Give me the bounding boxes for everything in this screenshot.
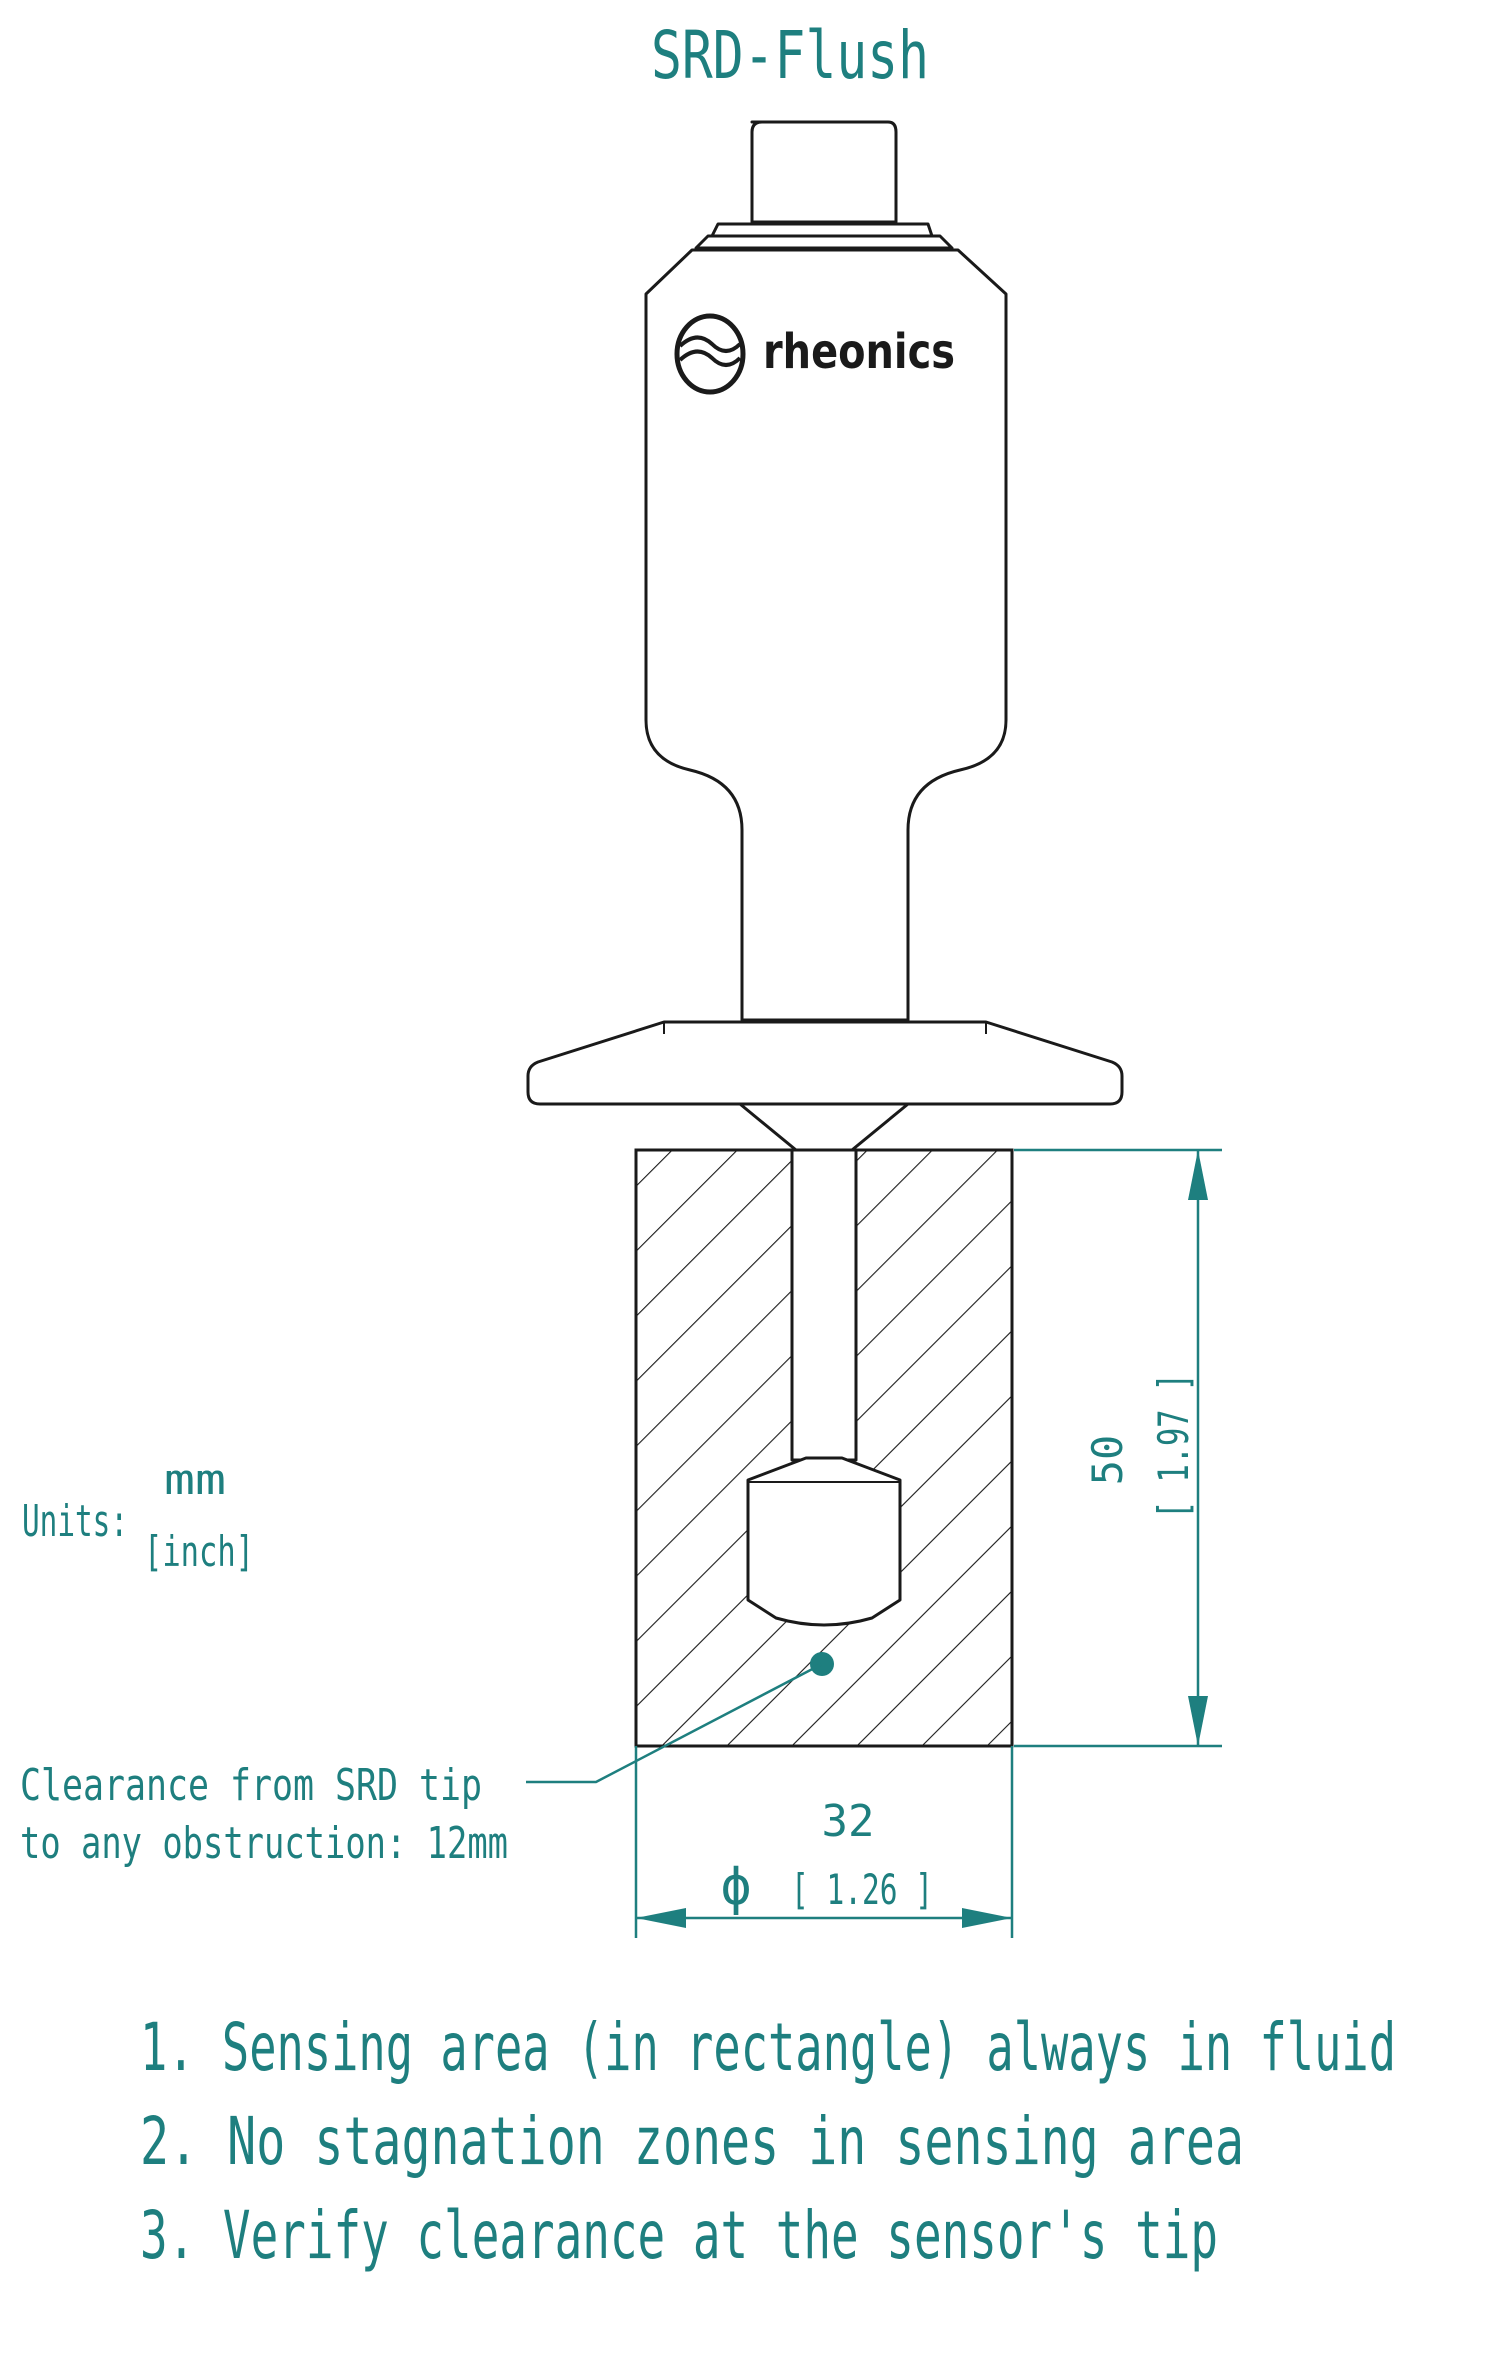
callout-line-2: to any obstruction: 12mm xyxy=(20,1818,508,1869)
diameter-value-inch: [ 1.26 ] xyxy=(791,1865,933,1914)
probe-tip xyxy=(746,1456,902,1627)
collar-ring-lower xyxy=(694,234,954,250)
callout-line-1: Clearance from SRD tip xyxy=(20,1760,482,1811)
note-3: 3. Verify clearance at the sensor's tip xyxy=(140,2197,1218,2274)
units-label: Units: xyxy=(22,1496,128,1547)
logo-text: rheonics xyxy=(763,324,955,380)
units-secondary: [inch] xyxy=(144,1527,254,1576)
diameter-value-mm: 32 xyxy=(822,1796,875,1847)
flange xyxy=(526,1020,1124,1106)
height-arrow-top xyxy=(1188,1150,1208,1200)
height-arrow-bottom xyxy=(1188,1696,1208,1746)
note-1: 1. Sensing area (in rectangle) always in… xyxy=(140,2009,1396,2086)
diagram-title: SRD-Flush xyxy=(651,17,929,94)
rheonics-logo-icon xyxy=(674,313,746,395)
diameter-symbol: ϕ xyxy=(720,1857,751,1917)
height-value-inch: [ 1.97 ] xyxy=(1149,1373,1198,1519)
callout-leader xyxy=(526,1662,823,1784)
connector-pin xyxy=(750,120,898,224)
diameter-arrow-right xyxy=(962,1908,1012,1928)
diameter-arrow-left xyxy=(636,1908,686,1928)
height-value-mm: 50 xyxy=(1083,1435,1132,1486)
units-primary: mm xyxy=(164,1455,226,1504)
sensor-housing xyxy=(644,248,1008,1022)
flange-cone xyxy=(738,1102,910,1152)
note-2: 2. No stagnation zones in sensing area xyxy=(140,2103,1244,2180)
collar-ring-upper xyxy=(710,222,934,238)
probe-stem xyxy=(790,1148,858,1462)
